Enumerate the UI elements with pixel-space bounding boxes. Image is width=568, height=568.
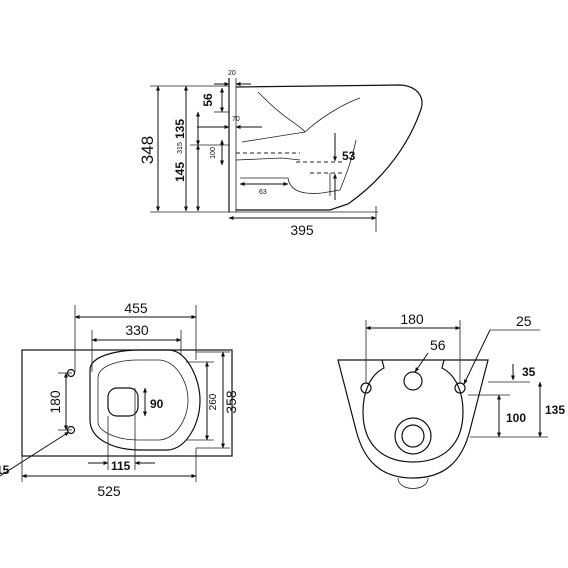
outlet-ring	[394, 417, 432, 455]
dim-135-rear: 135	[545, 403, 565, 417]
dim-395: 395	[290, 222, 314, 238]
dim-53: 53	[342, 149, 356, 163]
inlet-opening	[403, 371, 423, 391]
top-view: 455 330 180 90 260 358 15 115	[0, 300, 239, 499]
trap-outline	[240, 139, 357, 194]
dim-348: 348	[138, 136, 157, 164]
bowl-top-outline	[89, 349, 201, 451]
dim-135: 135	[173, 119, 187, 139]
dim-358: 358	[223, 390, 239, 414]
dim-260: 260	[208, 393, 219, 410]
dim-180-rear: 180	[400, 311, 424, 327]
bowl-outline	[235, 84, 423, 211]
dim-525: 525	[97, 483, 121, 499]
bowl-inner	[241, 91, 361, 143]
dim-56-rear: 56	[430, 337, 446, 353]
dim-100-rear: 100	[506, 411, 526, 425]
dim-25: 25	[516, 313, 532, 329]
rear-view: 180 25 56 35 100 135	[337, 311, 565, 489]
dim-15: 15	[0, 463, 10, 477]
bowl-top-inner	[97, 359, 189, 441]
dim-115: 115	[111, 459, 131, 473]
dim-145: 145	[173, 162, 187, 182]
dim-330: 330	[125, 322, 149, 338]
rear-inner-cavity	[362, 359, 464, 463]
dim-35: 35	[522, 365, 536, 379]
dim-455: 455	[124, 300, 148, 316]
rear-base-lip	[397, 477, 429, 489]
outlet-opening	[107, 387, 139, 417]
dim-180-top: 180	[47, 390, 63, 414]
dim-56: 56	[201, 93, 215, 107]
dim-63: 63	[259, 189, 267, 196]
dim-90: 90	[150, 397, 164, 411]
dim-315: 315	[177, 142, 184, 154]
dim-70: 70	[232, 116, 240, 123]
rear-outline	[337, 359, 489, 479]
trap-upper	[235, 157, 301, 161]
outlet-pipe	[401, 424, 425, 448]
dim-20: 20	[228, 70, 236, 77]
side-view: 20 348 315 56 135 145 70 100 53 63	[138, 70, 423, 238]
dim-100-side: 100	[210, 147, 217, 159]
